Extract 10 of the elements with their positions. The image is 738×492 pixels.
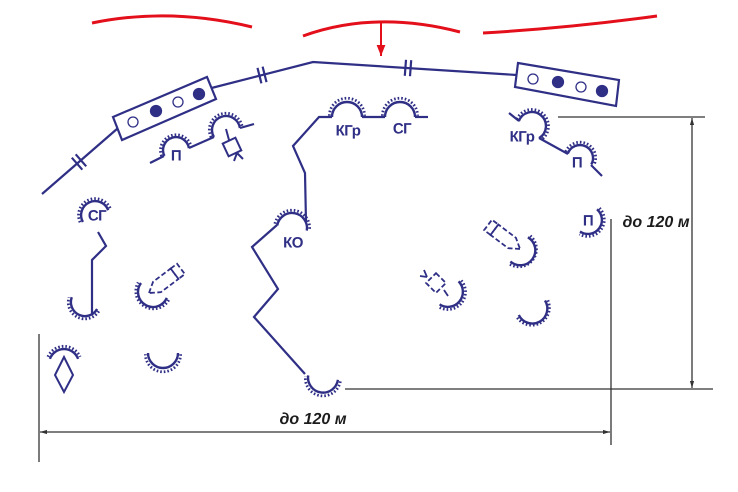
position-label: П xyxy=(582,214,594,228)
dimension-label: до 120 м xyxy=(279,412,347,428)
position-label: КО xyxy=(283,236,303,250)
position-label: СГ xyxy=(88,208,106,224)
position-label: П xyxy=(572,156,582,170)
position-label: КГр xyxy=(510,130,534,144)
position-label: П xyxy=(170,148,182,164)
dimension-label: до 120 м xyxy=(622,215,690,231)
position-label: СГ xyxy=(392,122,412,136)
position-label: КГр xyxy=(336,124,360,138)
